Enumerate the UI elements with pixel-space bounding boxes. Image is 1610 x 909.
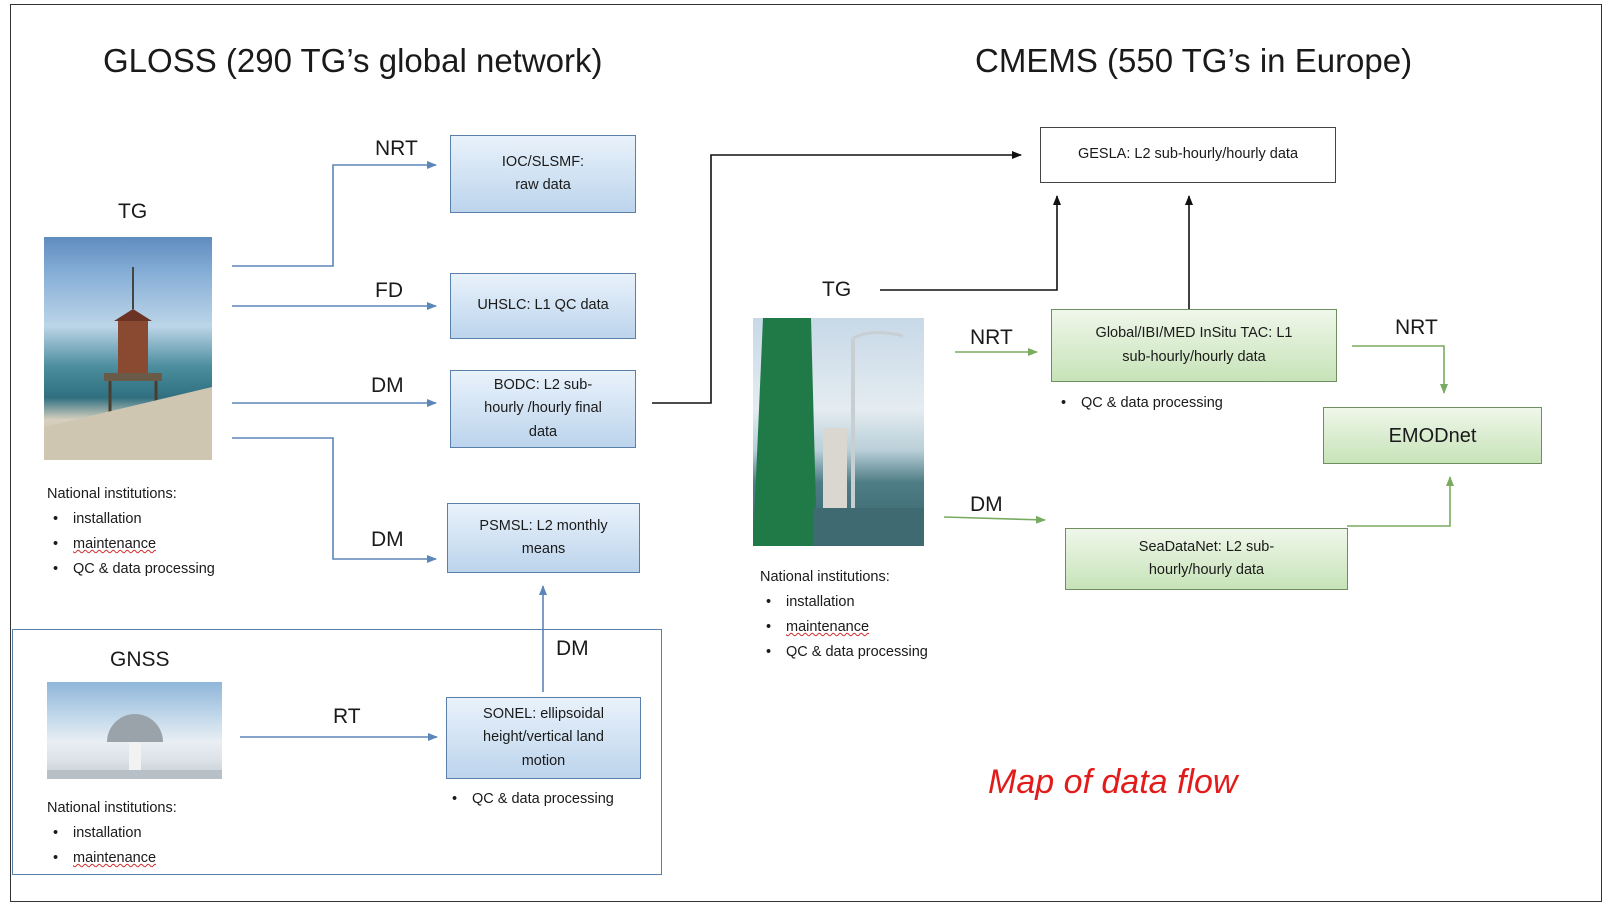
flow-label-dm-sonel: DM: [556, 637, 589, 660]
gnss-label: GNSS: [110, 648, 170, 671]
gloss-institutions-notes: National institutions: installation main…: [47, 482, 215, 582]
cmems-tg-label: TG: [822, 278, 852, 301]
cmems-flow-label-nrt: NRT: [970, 326, 1013, 349]
cmems-note-maintenance: maintenance: [766, 615, 928, 640]
arrow-tg-to-seadatanet: [943, 515, 1046, 524]
gloss-tg-label: TG: [118, 200, 148, 223]
lighthouse-icon: [753, 318, 924, 546]
gnss-institutions-heading: National institutions:: [47, 800, 177, 816]
arrow-seadatanet-to-emodnet: [1347, 476, 1454, 527]
note-qc: QC & data processing: [53, 557, 215, 582]
node-gesla: GESLA: L2 sub-hourly/hourly data: [1040, 127, 1336, 183]
cmems-note-qc: QC & data processing: [766, 640, 928, 665]
gnss-institutions-notes: National institutions: installation main…: [47, 796, 177, 871]
flow-label-dm-bodc: DM: [371, 374, 404, 397]
insitu-notes: QC & data processing: [1055, 391, 1223, 416]
flow-label-dm-psmsl: DM: [371, 528, 404, 551]
gnss-note-maintenance: maintenance: [53, 846, 177, 871]
cmems-flow-label-dm: DM: [970, 493, 1003, 516]
institutions-heading: National institutions:: [47, 486, 177, 502]
note-maintenance: maintenance: [53, 532, 215, 557]
diagram-caption: Map of data flow: [988, 763, 1238, 801]
gnss-note-installation: installation: [53, 821, 177, 846]
note-installation: installation: [53, 507, 215, 532]
tide-gauge-photo-cmems: [753, 318, 924, 546]
node-uhslc: UHSLC: L1 QC data: [450, 273, 636, 339]
cmems-note-installation: installation: [766, 590, 928, 615]
sonel-notes: QC & data processing: [446, 787, 614, 812]
flow-label-fd: FD: [375, 279, 403, 302]
node-seadatanet: SeaDataNet: L2 sub-hourly/hourly data: [1065, 528, 1348, 590]
cmems-flow-label-nrt-emodnet: NRT: [1395, 316, 1438, 339]
flow-label-nrt: NRT: [375, 137, 418, 160]
cmems-institutions-notes: National institutions: installation main…: [760, 565, 928, 665]
arrow-bodc-to-gesla: [652, 151, 1022, 404]
arrow-insitu-to-emodnet: [1352, 345, 1448, 394]
arrow-tg-to-psmsl: [232, 437, 437, 563]
gloss-title: GLOSS (290 TG’s global network): [103, 42, 603, 79]
gnss-antenna-icon: [47, 714, 222, 779]
arrow-tg-to-ioc: [232, 161, 437, 267]
note-insitu-qc: QC & data processing: [1061, 391, 1223, 416]
node-ioc-slsmf: IOC/SLSMF:raw data: [450, 135, 636, 213]
node-emodnet: EMODnet: [1323, 407, 1542, 464]
note-sonel-qc: QC & data processing: [452, 787, 614, 812]
gnss-antenna-photo: [47, 682, 222, 779]
cmems-title: CMEMS (550 TG’s in Europe): [975, 42, 1413, 79]
cmems-institutions-heading: National institutions:: [760, 569, 890, 585]
flow-label-rt: RT: [333, 705, 361, 728]
tide-gauge-photo-gloss: [44, 237, 212, 460]
tide-gauge-station-icon: [44, 267, 212, 460]
arrow-tg-to-gesla: [880, 195, 1061, 291]
